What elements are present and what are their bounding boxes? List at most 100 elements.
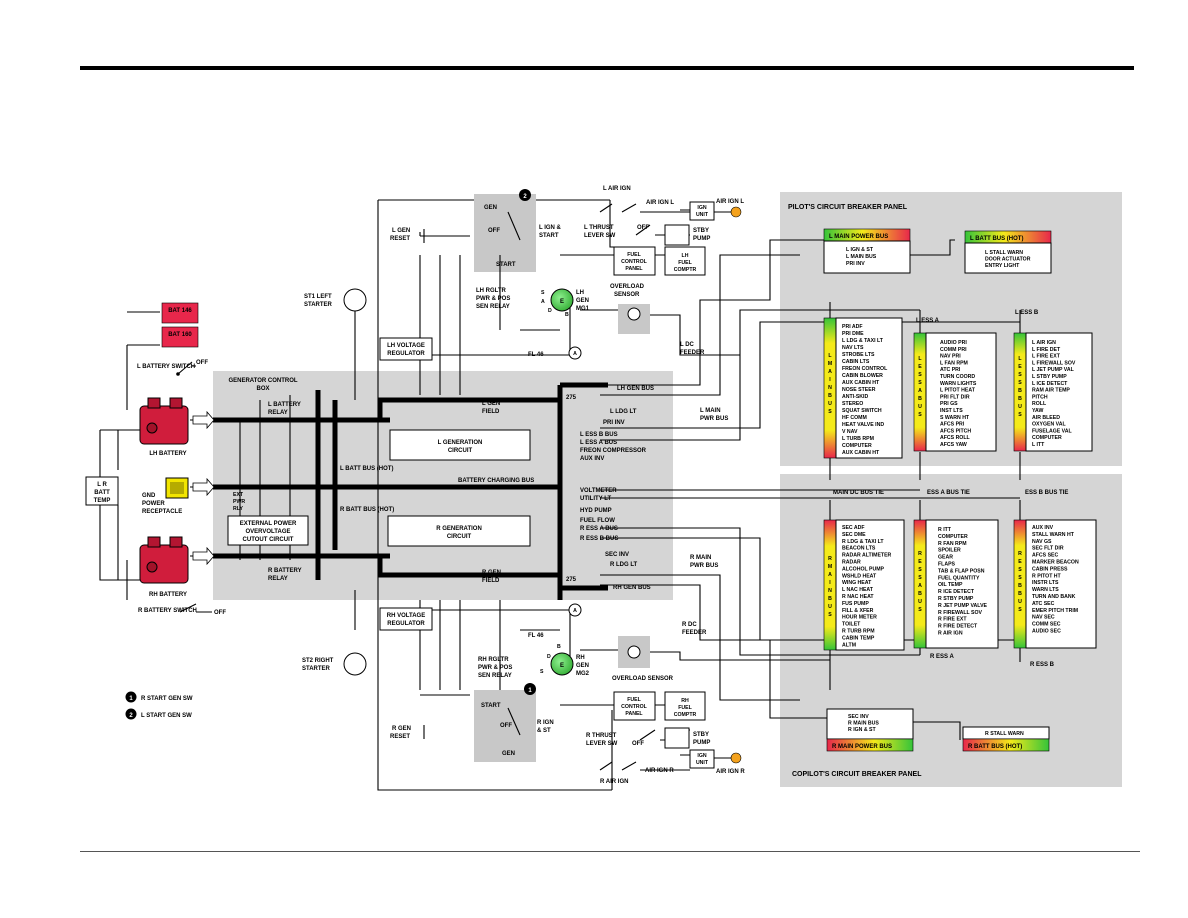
batt-temp-box bbox=[85, 476, 119, 506]
list-item: TOILET bbox=[842, 622, 861, 628]
list-item: FLAPS bbox=[938, 562, 956, 568]
r-gen-pos: GEN bbox=[502, 751, 515, 757]
r-thrust-lever-switch[interactable] bbox=[639, 729, 665, 741]
sec-inv-label: SEC INV bbox=[605, 552, 629, 558]
num-2-badge bbox=[519, 189, 531, 201]
bat-146-text: BAT 146 bbox=[168, 308, 192, 314]
list-item: NOSE STEER bbox=[842, 387, 876, 393]
r-gen-reset-label-2: RESET bbox=[390, 734, 410, 740]
r-fuel-control-panel bbox=[613, 691, 656, 721]
list-item: L MAIN BUS bbox=[846, 254, 877, 260]
vertical-char: L bbox=[1018, 356, 1022, 362]
r-gen-field-1: R GEN bbox=[482, 570, 501, 576]
list-item: SEC FLT DIR bbox=[1032, 546, 1064, 552]
ext-power-box-line-1: EXTERNAL POWER bbox=[240, 521, 297, 527]
l-main-pwr-bus-1: L MAIN bbox=[700, 408, 721, 414]
lh-gen-2: GEN bbox=[576, 298, 589, 304]
l-start-gen-switch-bg bbox=[474, 194, 536, 272]
ess-a-bus-tie-label: ESS A BUS TIE bbox=[927, 490, 970, 496]
vertical-char: B bbox=[828, 393, 832, 399]
list-item: DOOR ACTUATOR bbox=[985, 257, 1031, 263]
list-item: INSTR LTS bbox=[1032, 580, 1059, 586]
vertical-char: M bbox=[828, 564, 832, 570]
st1-label-1: ST1 LEFT bbox=[304, 294, 332, 300]
pilot-panel-title: PILOT'S CIRCUIT BREAKER PANEL bbox=[788, 204, 908, 211]
lh-gen-e: E bbox=[560, 299, 564, 305]
l-generation-circuit bbox=[389, 429, 531, 461]
r-battery-switch[interactable] bbox=[179, 603, 212, 613]
r-battery-relay-label-1: R BATTERY bbox=[268, 568, 302, 574]
list-item: INST LTS bbox=[940, 408, 963, 414]
r-main-power-bus-bar bbox=[826, 738, 914, 752]
wiring bbox=[99, 199, 1021, 791]
r-air-ign-label: R AIR IGN bbox=[600, 779, 628, 785]
l-battery-switch[interactable] bbox=[177, 361, 196, 375]
l-ess-a-bus-label: L ESS A BUS bbox=[580, 440, 617, 446]
r-off-pos: OFF bbox=[500, 723, 512, 729]
vertical-char: U bbox=[918, 404, 922, 410]
list-item: L STBY PUMP bbox=[1032, 374, 1067, 380]
list-item: FILL & XFER bbox=[842, 608, 874, 614]
vertical-char: R bbox=[918, 551, 922, 557]
r-ess-a-label: R ESS A bbox=[930, 654, 954, 660]
r-ess-b-bus-label: R ESS B BUS bbox=[580, 536, 618, 542]
list-item: L IGN & ST bbox=[846, 247, 874, 253]
list-item: PRI GS bbox=[940, 401, 958, 407]
l-main-bus-items-box bbox=[835, 317, 903, 459]
r-ign-st-2: & ST bbox=[537, 728, 551, 734]
list-item: AFCS SEC bbox=[1032, 553, 1058, 559]
vertical-char: B bbox=[918, 591, 922, 597]
list-item: R MAIN BUS bbox=[848, 721, 879, 727]
batt-temp-temp: TEMP bbox=[94, 498, 111, 504]
list-item: FUEL QUANTITY bbox=[938, 575, 980, 581]
r-air-ign-switch[interactable] bbox=[599, 757, 731, 771]
vertical-char: B bbox=[918, 396, 922, 402]
list-item: WARN LTS bbox=[1032, 587, 1059, 593]
list-item: L STALL WARN bbox=[985, 250, 1023, 256]
lh-fuel-comptr-3: COMPTR bbox=[674, 267, 697, 273]
fl46-bottom: FL 46 bbox=[528, 633, 544, 639]
list-item: OXYGEN VAL bbox=[1032, 422, 1066, 428]
lh-rgltr-1: LH RGLTR bbox=[476, 288, 507, 294]
list-item: L AIR IGN bbox=[1032, 340, 1056, 346]
legend-1-badge bbox=[125, 691, 137, 703]
r-start-gen-switch[interactable] bbox=[507, 707, 521, 736]
vertical-char: U bbox=[828, 604, 832, 610]
rh-gen-1: RH bbox=[576, 655, 585, 661]
l-start-gen-switch[interactable] bbox=[507, 211, 521, 241]
fl46-top: FL 46 bbox=[528, 352, 544, 358]
generator-control-box-title-2: BOX bbox=[256, 386, 269, 392]
rh-fuel-comptr-2: FUEL bbox=[678, 705, 692, 711]
st2-label-2: STARTER bbox=[302, 666, 331, 672]
list-item: AUX CABIN HT bbox=[842, 380, 880, 386]
l-gen-field-2: FIELD bbox=[482, 409, 500, 415]
list-item: COMPUTER bbox=[842, 443, 872, 449]
r-batt-bus-bar bbox=[962, 738, 1050, 752]
vertical-char: R bbox=[828, 556, 832, 562]
list-item: R IGN & ST bbox=[848, 727, 876, 733]
vertical-char: B bbox=[1018, 388, 1022, 394]
batt-temp-batt: BATT bbox=[94, 490, 110, 496]
l-gen-reset-button[interactable] bbox=[419, 229, 425, 243]
lh-gen-1: LH bbox=[576, 290, 584, 296]
l-thrust-off: OFF bbox=[637, 225, 649, 231]
vertical-char: M bbox=[828, 361, 832, 367]
r-batt-bus-label: R BATT BUS (HOT) bbox=[968, 744, 1022, 750]
pri-inv-label: PRI INV bbox=[603, 420, 625, 426]
list-item: CABIN PRESS bbox=[1032, 566, 1068, 572]
list-item: HF COMM bbox=[842, 415, 867, 421]
n275-top: 275 bbox=[566, 395, 577, 401]
vertical-char: S bbox=[918, 380, 922, 386]
vertical-char: S bbox=[918, 575, 922, 581]
l-air-ign-switch[interactable] bbox=[599, 203, 690, 213]
vertical-char: S bbox=[828, 612, 832, 618]
vertical-char: I bbox=[829, 580, 831, 586]
r-fcp-2: CONTROL bbox=[621, 704, 647, 710]
l-ign-start-1: L IGN & bbox=[539, 225, 562, 231]
l-fcp-1: FUEL bbox=[627, 252, 641, 258]
lh-fuel-comptr bbox=[664, 246, 706, 276]
l-thrust-lever-switch[interactable] bbox=[635, 224, 665, 236]
n275-bottom: 275 bbox=[566, 577, 577, 583]
